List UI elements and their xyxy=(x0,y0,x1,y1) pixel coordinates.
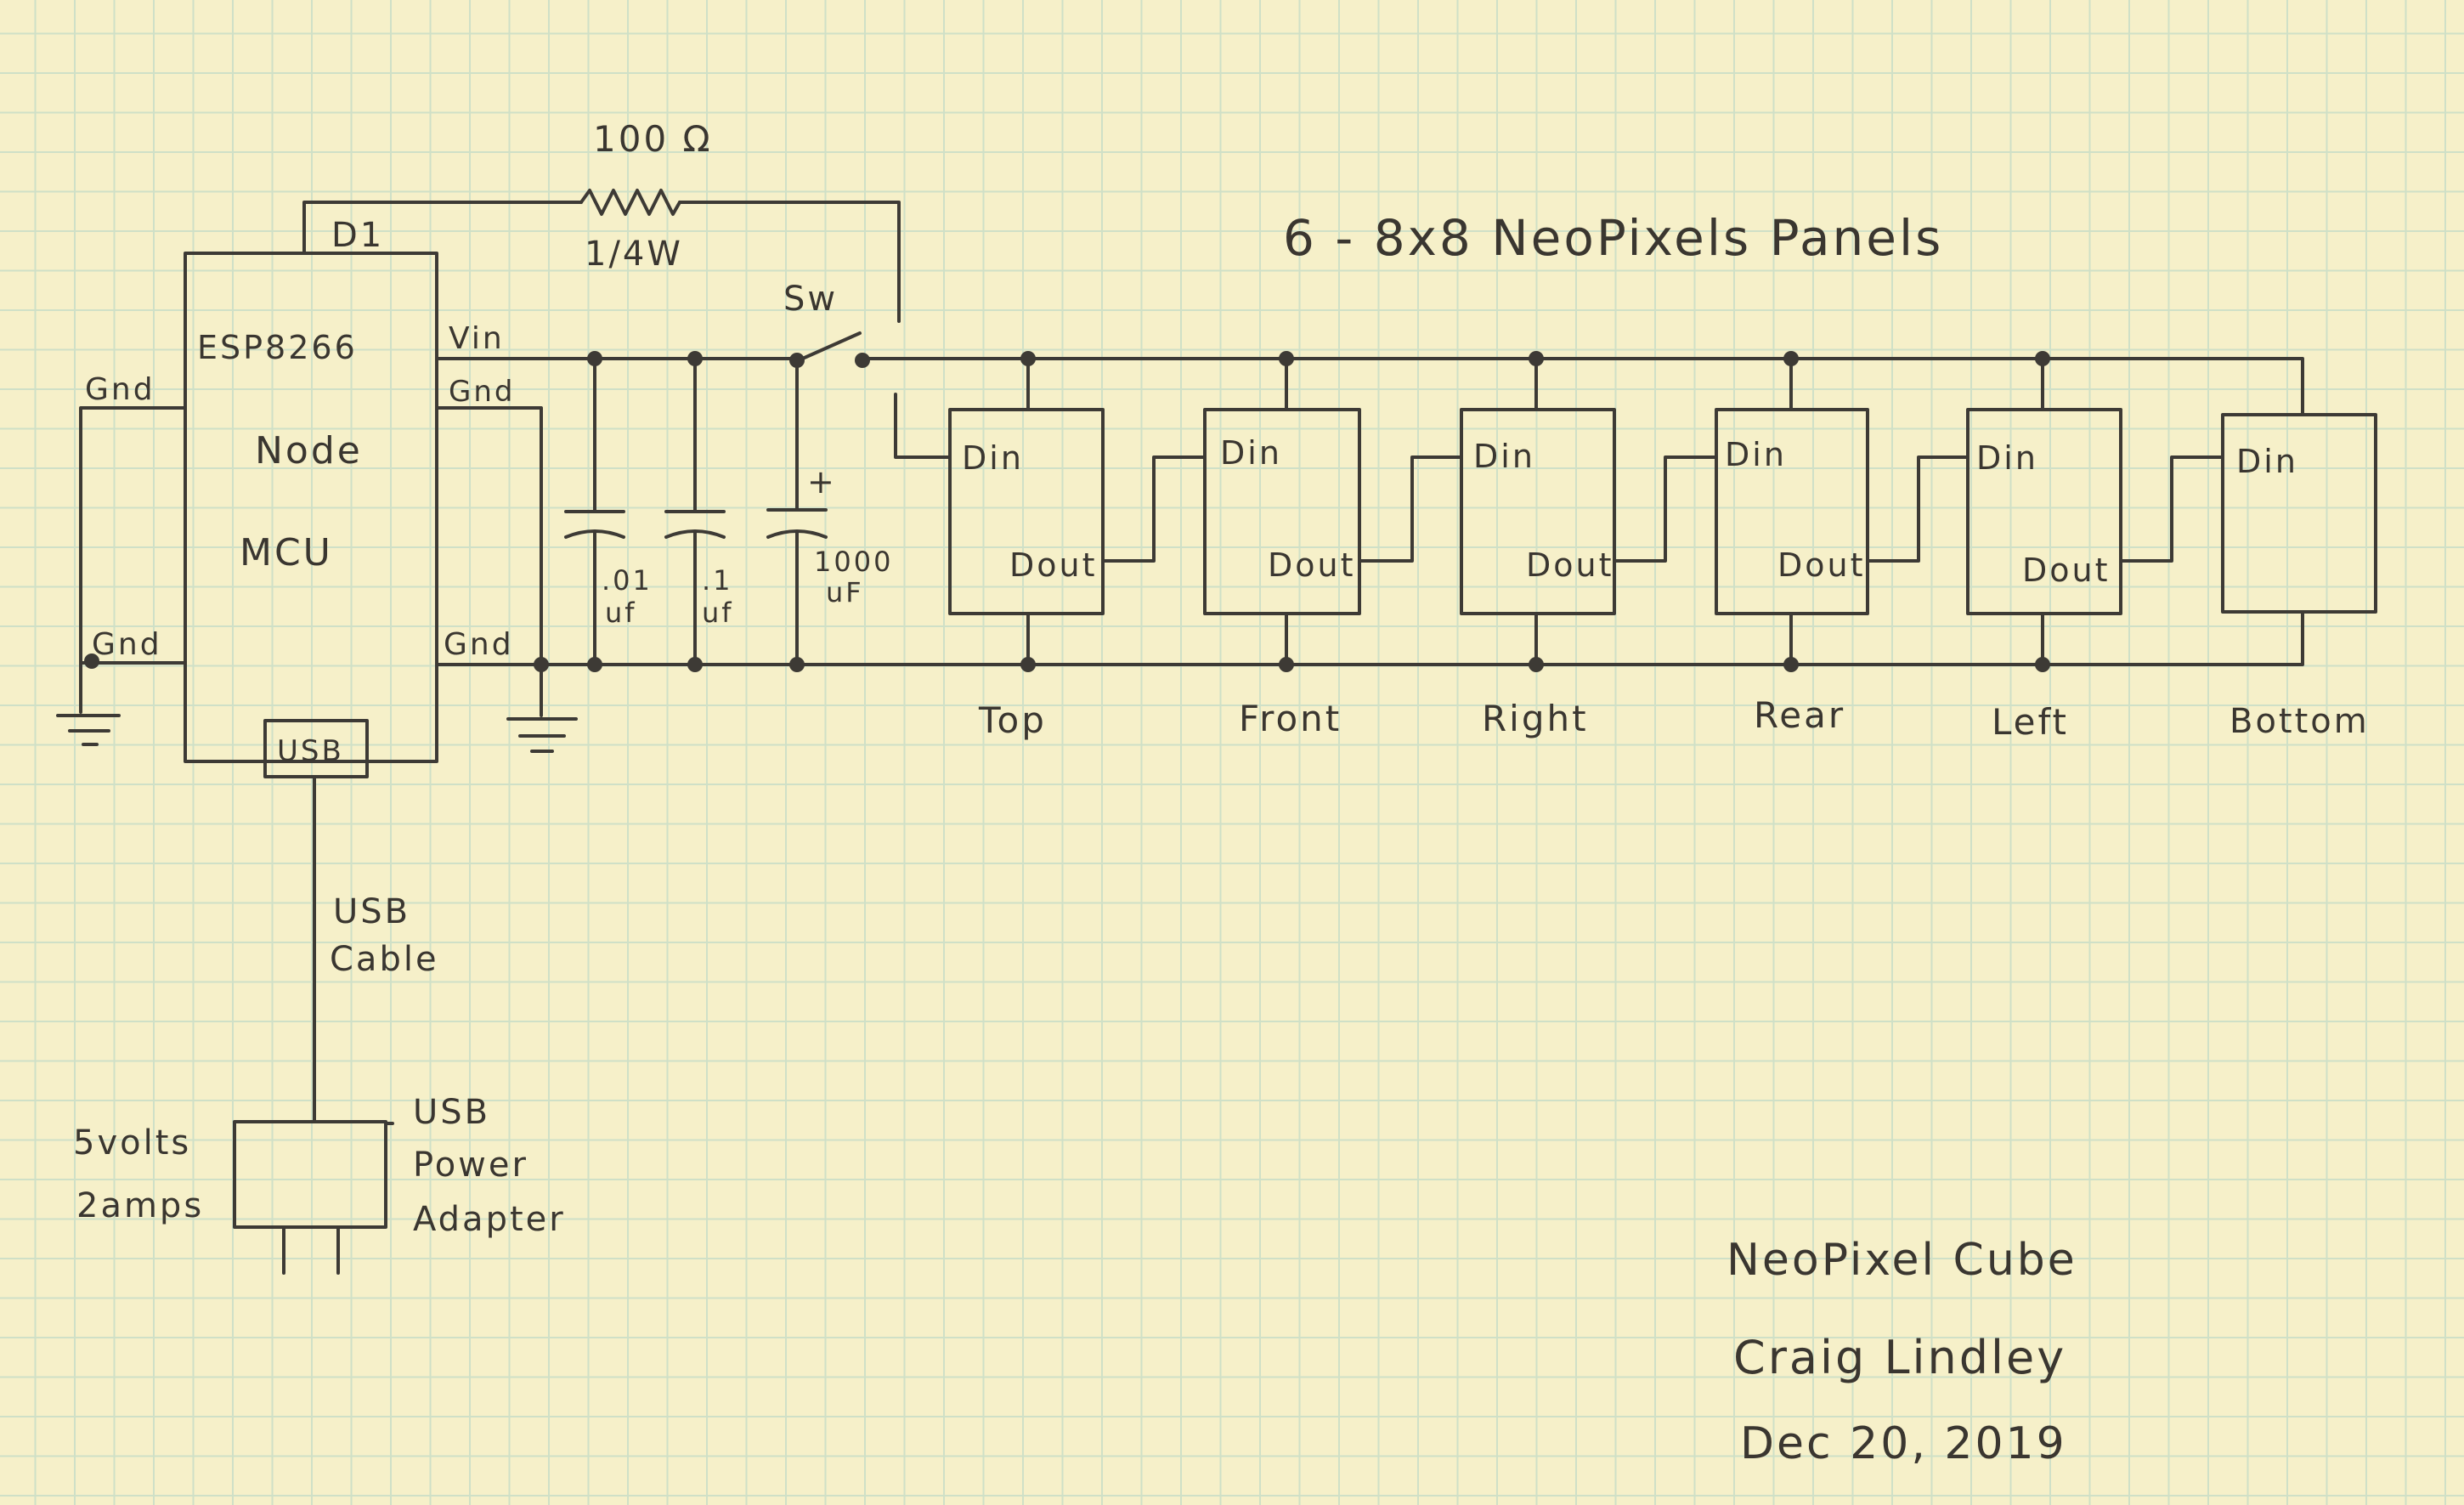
adapter-label-3: Adapter xyxy=(413,1200,566,1239)
panel-right-name: Right xyxy=(1482,698,1589,739)
usb-cable-label-2: Cable xyxy=(330,940,439,979)
wire-right-gnd xyxy=(435,406,543,717)
panel-top-din: Din xyxy=(962,439,1024,477)
neopixel-panel-top xyxy=(948,351,1105,672)
wire-d1 xyxy=(302,201,583,255)
resistor-rating: 1/4W xyxy=(585,235,683,274)
diagram-title: 6 - 8x8 NeoPixels Panels xyxy=(1283,209,1943,267)
usb-power-adapter xyxy=(233,1120,394,1275)
resistor-100-ohm xyxy=(579,189,681,216)
mcu-pin-gnd-left-bottom: Gnd xyxy=(92,627,162,662)
panel-right-dout: Dout xyxy=(1526,546,1614,584)
neopixel-panel-left xyxy=(1966,351,2122,672)
capacitor-c2 xyxy=(664,351,726,672)
mcu-body xyxy=(184,252,438,763)
wire-rear-to-left xyxy=(1866,455,1970,563)
wire-data-in xyxy=(678,201,952,459)
neopixel-panel-front xyxy=(1203,351,1361,672)
resistor-value: 100 Ω xyxy=(593,118,713,160)
adapter-spec-volts: 5volts xyxy=(73,1123,191,1163)
wire-front-to-right xyxy=(1358,455,1463,563)
mcu-pin-vin: Vin xyxy=(449,321,505,356)
signature-project: NeoPixel Cube xyxy=(1726,1235,2077,1286)
switch-lever xyxy=(797,331,862,362)
panel-rear-name: Rear xyxy=(1754,694,1845,736)
capacitor-c1-value: .01 xyxy=(602,564,653,597)
mcu-usb-label: USB xyxy=(277,734,344,768)
capacitor-c1 xyxy=(564,351,625,672)
mcu-label-1: ESP8266 xyxy=(197,329,358,366)
capacitor-c3 xyxy=(766,359,828,672)
signature-author: Craig Lindley xyxy=(1733,1331,2066,1384)
wire-5v-bus xyxy=(861,357,2304,416)
adapter-label-2: Power xyxy=(413,1146,528,1185)
mcu-pin-gnd-left-top: Gnd xyxy=(85,372,155,407)
capacitor-c1-unit: uf xyxy=(605,597,637,629)
junction-left-gnd xyxy=(84,653,99,669)
neopixel-panel-bottom xyxy=(2221,413,2377,614)
ground-symbol-left xyxy=(56,714,121,746)
capacitor-c3-unit: uF xyxy=(826,576,864,608)
panel-top-dout: Dout xyxy=(1009,546,1098,584)
panel-rear-dout: Dout xyxy=(1777,546,1866,584)
ground-symbol-right xyxy=(506,717,578,753)
panel-front-name: Front xyxy=(1239,698,1342,739)
panel-bottom-name: Bottom xyxy=(2229,702,2370,741)
capacitor-c3-polarity: + xyxy=(807,463,837,501)
wire-left-to-bottom xyxy=(2119,455,2224,563)
wire-gnd-bus xyxy=(435,610,2304,666)
panel-front-dout: Dout xyxy=(1268,546,1356,584)
panel-right-din: Din xyxy=(1473,438,1535,475)
panel-left-name: Left xyxy=(1992,701,2069,743)
panel-rear-din: Din xyxy=(1725,436,1787,473)
panel-front-din: Din xyxy=(1220,434,1282,472)
capacitor-c2-value: .1 xyxy=(702,564,733,597)
neopixel-panel-rear xyxy=(1715,351,1869,672)
panel-left-dout: Dout xyxy=(2022,552,2111,589)
panel-top-name: Top xyxy=(978,699,1047,741)
adapter-label-1: USB xyxy=(413,1093,490,1132)
adapter-spec-amps: 2amps xyxy=(76,1186,204,1225)
mcu-label-2: Node xyxy=(255,429,363,472)
switch-contact-right xyxy=(855,353,870,368)
junction-gnd-bus xyxy=(534,657,549,672)
neopixel-panel-right xyxy=(1460,351,1616,672)
wire-right-to-rear xyxy=(1613,455,1718,563)
mcu-pin-d1: D1 xyxy=(331,216,384,255)
panel-left-din: Din xyxy=(1976,439,2038,477)
mcu-label-3: MCU xyxy=(240,531,333,574)
usb-cable-label-1: USB xyxy=(333,892,410,931)
panel-bottom-din: Din xyxy=(2236,443,2298,480)
capacitor-c2-unit: uf xyxy=(702,597,734,629)
mcu-pin-gnd-right-top: Gnd xyxy=(449,375,515,409)
mcu-pin-gnd-right-bottom: Gnd xyxy=(444,627,514,662)
capacitor-c3-value: 1000 xyxy=(814,546,893,578)
signature-date: Dec 20, 2019 xyxy=(1740,1418,2067,1469)
switch-label: Sw xyxy=(783,280,838,319)
wire-top-to-front xyxy=(1101,455,1207,563)
